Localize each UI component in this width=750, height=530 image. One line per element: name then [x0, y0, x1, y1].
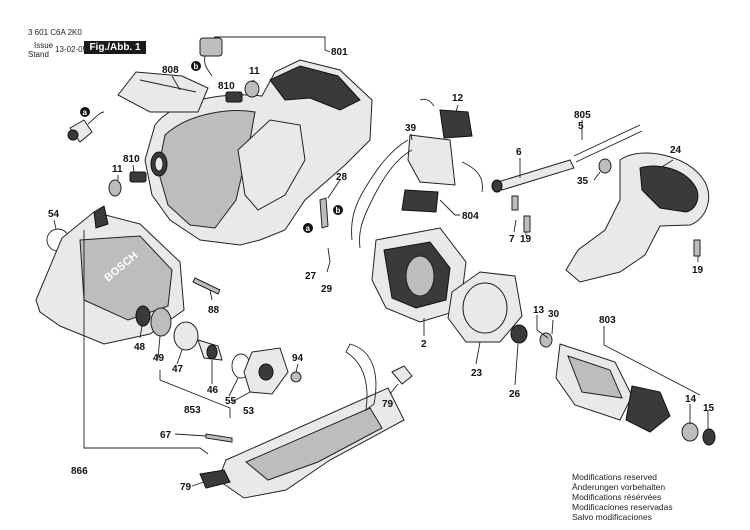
callout-88: 88 [208, 305, 220, 316]
callout-67: 67 [160, 430, 172, 441]
callout-30: 30 [548, 309, 560, 320]
carbon-brush-part [108, 80, 260, 197]
callout-55: 55 [225, 396, 237, 407]
callout-2: 2 [421, 339, 427, 350]
callout-13: 13 [533, 305, 545, 316]
callout-853: 853 [184, 405, 201, 416]
callout-53: 53 [243, 406, 255, 417]
note-line: Änderungen vorbehalten [572, 482, 666, 492]
marker-a: a [83, 108, 88, 117]
note-line: Salvo modificaciones [572, 512, 652, 522]
figure-label: Fig./Abb. 1 [84, 41, 146, 54]
callout-801: 801 [331, 47, 348, 58]
callout-810: 810 [123, 154, 140, 165]
callout-24: 24 [670, 145, 682, 156]
callout-12: 12 [452, 93, 464, 104]
switch-assembly-part [401, 98, 483, 213]
issue-label: Issue [34, 41, 54, 50]
callout-26: 26 [509, 389, 521, 400]
marker-b: b [336, 206, 341, 215]
issue-date: 13-02-05 [55, 45, 88, 54]
callout-46: 46 [207, 385, 219, 396]
marker-b: b [194, 62, 199, 71]
callout-94: 94 [292, 353, 304, 364]
clamping-flange-part [231, 347, 302, 395]
power-plug-part [67, 37, 223, 143]
field-coil-stator-part [371, 227, 467, 323]
note-line: Modifications résérvées [572, 492, 662, 502]
reference-markers: a b b a [80, 61, 343, 233]
callout-810: 810 [218, 81, 235, 92]
base-plate-part [199, 343, 413, 499]
callout-47: 47 [172, 364, 184, 375]
callout-803: 803 [599, 315, 616, 326]
callout-27: 27 [305, 271, 317, 282]
callout-5: 5 [578, 121, 584, 132]
armature-part [510, 324, 716, 446]
screw-part [319, 195, 701, 257]
callout-79: 79 [180, 482, 192, 493]
callout-23: 23 [471, 368, 483, 379]
handle-part [565, 152, 710, 283]
marker-a: a [306, 224, 311, 233]
callout-804: 804 [462, 211, 479, 222]
callout-11: 11 [249, 66, 260, 77]
wiring-lead [351, 139, 409, 241]
document-number: 3 601 C6A 2K0 [28, 28, 82, 37]
callout-14: 14 [685, 394, 697, 405]
callout-7: 7 [509, 234, 515, 245]
callout-labels: 801 808 11 810 11 810 12 39 805 5 6 24 3… [48, 47, 715, 493]
leader-lines [53, 36, 709, 487]
callout-805: 805 [574, 110, 591, 121]
housing-cover-part [117, 71, 209, 113]
note-line: Modifications reserved [572, 472, 658, 482]
wiring-lead [359, 149, 413, 249]
callout-808: 808 [162, 65, 179, 76]
callout-11: 11 [112, 164, 123, 175]
callout-49: 49 [153, 353, 165, 364]
callout-19: 19 [520, 234, 532, 245]
callout-866: 866 [71, 466, 88, 477]
motor-housing-part [144, 59, 373, 246]
fan-baffle-part [447, 271, 523, 343]
callout-39: 39 [405, 123, 417, 134]
callout-79: 79 [382, 399, 394, 410]
callout-15: 15 [703, 403, 715, 414]
callout-29: 29 [321, 284, 333, 295]
callout-6: 6 [516, 147, 522, 158]
stand-label: Stand [28, 50, 49, 59]
gear-spindle-part [135, 277, 223, 361]
callout-35: 35 [577, 176, 589, 187]
spindle-shaft-part [491, 124, 643, 193]
callout-54: 54 [48, 209, 60, 220]
callout-19: 19 [692, 265, 704, 276]
note-line: Modificaciones reservadas [572, 502, 673, 512]
callout-48: 48 [134, 342, 146, 353]
callout-28: 28 [336, 172, 348, 183]
